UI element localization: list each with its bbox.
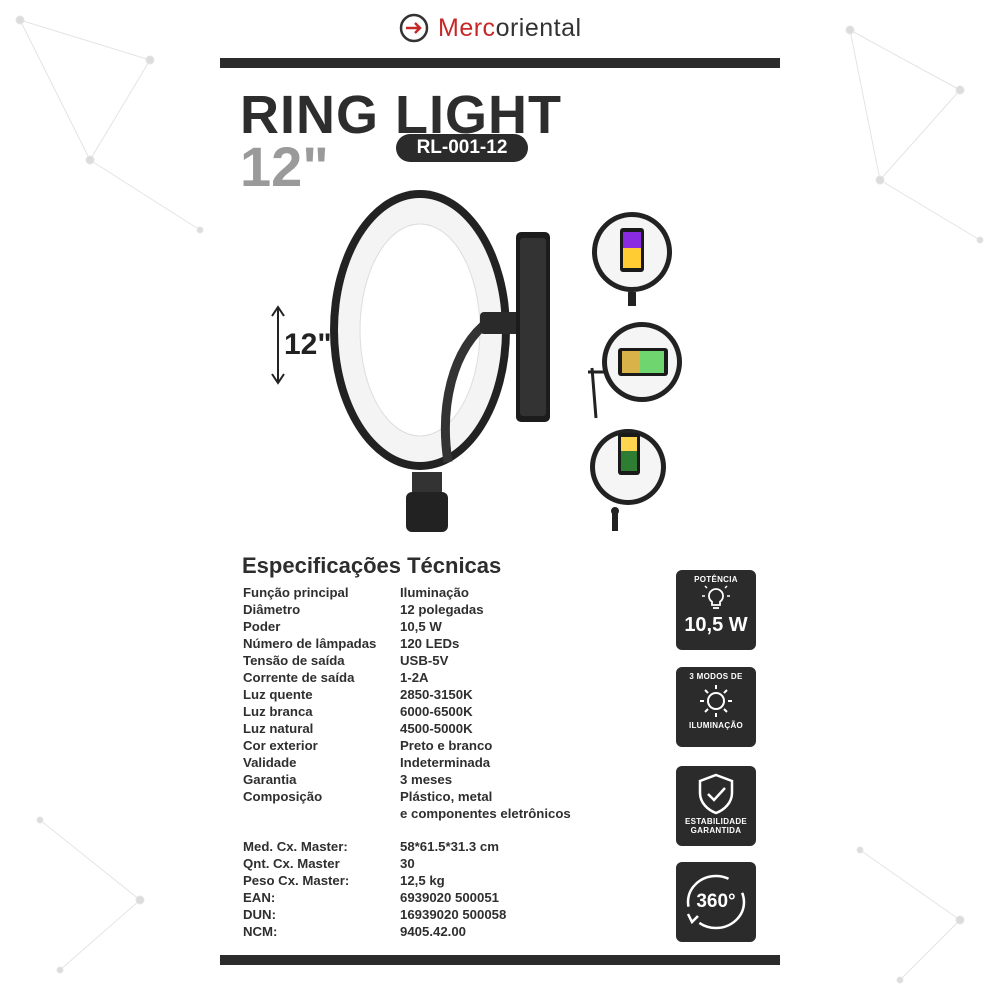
spec-key: Garantia bbox=[243, 772, 297, 787]
spec-value: 9405.42.00 bbox=[400, 924, 467, 939]
badge-modes: 3 MODOS DE ILUMINAÇÃO bbox=[676, 667, 756, 747]
spec-value: 58*61.5*31.3 cm bbox=[400, 839, 499, 854]
spec-row: NCM: 9405.42.00 bbox=[243, 923, 571, 940]
product-size: 12" bbox=[240, 135, 329, 198]
spec-value: 4500-5000K bbox=[400, 721, 473, 736]
spec-value: USB-5V bbox=[400, 653, 449, 668]
spec-value: 10,5 W bbox=[400, 619, 442, 634]
spec-row: Composição Plástico, metal bbox=[243, 788, 571, 805]
spec-value: Plástico, metal bbox=[400, 789, 493, 804]
spec-row: Número de lâmpadas 120 LEDs bbox=[243, 635, 571, 652]
spec-key: Qnt. Cx. Master bbox=[243, 856, 340, 871]
spec-key: Luz branca bbox=[243, 704, 313, 719]
spec-row: Luz quente 2850-3150K bbox=[243, 686, 571, 703]
spec-gap bbox=[243, 822, 571, 838]
spec-key: Med. Cx. Master: bbox=[243, 839, 348, 854]
spec-value: 16939020 500058 bbox=[400, 907, 507, 922]
spec-row: Peso Cx. Master: 12,5 kg bbox=[243, 872, 571, 889]
spec-key: Validade bbox=[243, 755, 297, 770]
top-divider bbox=[220, 58, 780, 68]
brand-name-part2: oriental bbox=[495, 13, 582, 42]
spec-value: Iluminação bbox=[400, 585, 469, 600]
brand-name: Mercoriental bbox=[438, 14, 582, 43]
brand-header: Mercoriental bbox=[398, 12, 582, 44]
badge-rotation: 360° bbox=[676, 862, 756, 942]
bottom-divider bbox=[220, 955, 780, 965]
spec-value: 6000-6500K bbox=[400, 704, 473, 719]
modes-top: 3 MODOS DE bbox=[689, 672, 743, 681]
power-value: 10,5 W bbox=[684, 614, 748, 636]
spec-key: Tensão de saída bbox=[243, 653, 345, 668]
spec-row: Med. Cx. Master: 58*61.5*31.3 cm bbox=[243, 838, 571, 855]
spec-row: Qnt. Cx. Master 30 bbox=[243, 855, 571, 872]
spec-row: Validade Indeterminada bbox=[243, 754, 571, 771]
spec-row: Função principal Iluminação bbox=[243, 584, 571, 601]
spec-value: e componentes eletrônicos bbox=[400, 806, 571, 821]
badge-power: POTÊNCIA 10,5 W bbox=[676, 570, 756, 650]
spec-row: Corrente de saída 1-2A bbox=[243, 669, 571, 686]
spec-value: Preto e branco bbox=[400, 738, 493, 753]
spec-value: 3 meses bbox=[400, 772, 453, 787]
specs-heading: Especificações Técnicas bbox=[242, 553, 502, 578]
stability-line-2: GARANTIDA bbox=[690, 826, 742, 835]
spec-value: 12,5 kg bbox=[400, 873, 445, 888]
spec-key: Número de lâmpadas bbox=[243, 636, 377, 651]
spec-row: Luz natural 4500-5000K bbox=[243, 720, 571, 737]
spec-row-composition-cont: e componentes eletrônicos bbox=[400, 805, 571, 822]
badge-stability: ESTABILIDADE GARANTIDA bbox=[676, 766, 756, 846]
spec-key: Peso Cx. Master: bbox=[243, 873, 350, 888]
spec-value: 30 bbox=[400, 856, 415, 871]
brand-logo-icon bbox=[399, 13, 429, 43]
ring-light-image bbox=[330, 190, 550, 532]
thumbnail-vertical-phone bbox=[592, 212, 672, 306]
spec-row: Garantia 3 meses bbox=[243, 771, 571, 788]
spec-value: 120 LEDs bbox=[400, 636, 460, 651]
brand-name-part1: Merc bbox=[438, 13, 496, 42]
spec-key: Poder bbox=[243, 619, 281, 634]
light-bulb-icon bbox=[702, 585, 730, 609]
spec-key: Composição bbox=[243, 789, 323, 804]
modes-bottom: ILUMINAÇÃO bbox=[688, 721, 744, 730]
spec-key: DUN: bbox=[243, 907, 276, 922]
thumbnail-horizontal-phone bbox=[588, 322, 682, 419]
spec-row: EAN: 6939020 500051 bbox=[243, 889, 571, 906]
dimension-label: 12" bbox=[284, 328, 332, 361]
spec-key: EAN: bbox=[243, 890, 276, 905]
model-badge: RL-001-12 bbox=[396, 134, 528, 162]
spec-key: Corrente de saída bbox=[243, 670, 355, 685]
spec-row: Poder 10,5 W bbox=[243, 618, 571, 635]
spec-value: 6939020 500051 bbox=[400, 890, 500, 905]
spec-row: Luz branca 6000-6500K bbox=[243, 703, 571, 720]
spec-key: Luz quente bbox=[243, 687, 313, 702]
power-label: POTÊNCIA bbox=[694, 575, 738, 584]
shield-check-icon bbox=[698, 773, 734, 815]
spec-value: 2850-3150K bbox=[400, 687, 473, 702]
stability-line-1: ESTABILIDADE bbox=[684, 817, 748, 826]
sun-icon bbox=[700, 685, 732, 717]
spec-row: DUN: 16939020 500058 bbox=[243, 906, 571, 923]
spec-value: 1-2A bbox=[400, 670, 429, 685]
spec-key: Diâmetro bbox=[243, 602, 301, 617]
spec-row: Tensão de saída USB-5V bbox=[243, 652, 571, 669]
spec-key: Função principal bbox=[243, 585, 349, 600]
spec-key: Luz natural bbox=[243, 721, 314, 736]
spec-value: 12 polegadas bbox=[400, 602, 484, 617]
rotation-label: 360° bbox=[696, 891, 736, 912]
spec-key: NCM: bbox=[243, 924, 278, 939]
rotation-arrows-icon bbox=[686, 874, 746, 930]
spec-key: Cor exterior bbox=[243, 738, 318, 753]
spec-row: Cor exterior Preto e branco bbox=[243, 737, 571, 754]
dimension-arrow-icon bbox=[271, 305, 285, 385]
spec-row: Diâmetro 12 polegadas bbox=[243, 601, 571, 618]
spec-value: Indeterminada bbox=[400, 755, 491, 770]
thumbnail-tripod bbox=[590, 429, 666, 531]
